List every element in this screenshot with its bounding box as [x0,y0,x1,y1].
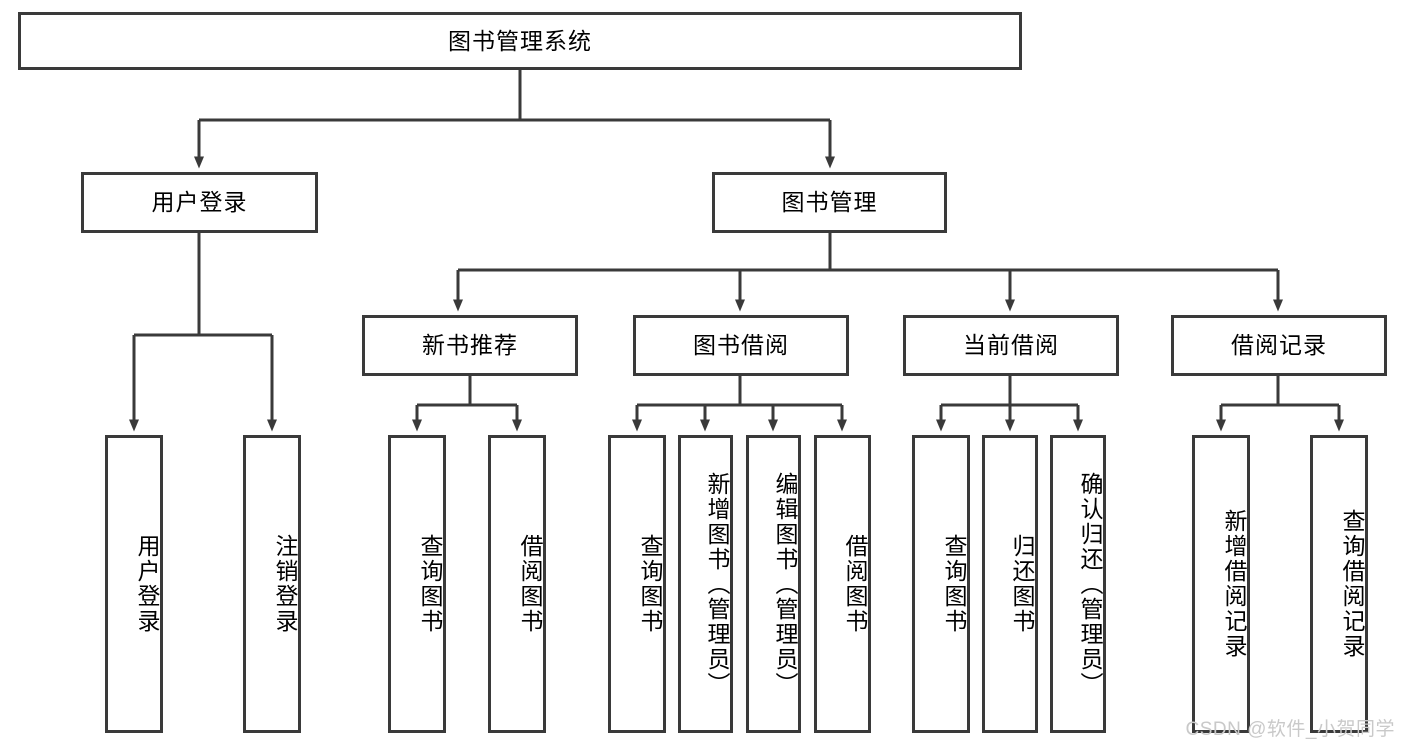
node-borrow-record[interactable]: 借阅记录 [1171,315,1387,376]
leaf-borrow-add-book-admin[interactable]: 新增图书（管理员） [678,435,733,733]
node-book-management[interactable]: 图书管理 [712,172,947,233]
node-user-login[interactable]: 用户登录 [81,172,318,233]
leaf-borrow-edit-book-admin[interactable]: 编辑图书（管理员） [746,435,801,733]
leaf-recommend-borrow-book[interactable]: 借阅图书 [488,435,546,733]
leaf-current-return-book[interactable]: 归还图书 [982,435,1038,733]
leaf-borrow-borrow-book[interactable]: 借阅图书 [814,435,871,733]
leaf-user-logout[interactable]: 注销登录 [243,435,301,733]
leaf-record-query-record[interactable]: 查询借阅记录 [1310,435,1368,733]
leaf-borrow-query-book[interactable]: 查询图书 [608,435,666,733]
leaf-current-confirm-return-admin[interactable]: 确认归还（管理员） [1050,435,1106,733]
node-new-book-recommend[interactable]: 新书推荐 [362,315,578,376]
leaf-recommend-query-book[interactable]: 查询图书 [388,435,446,733]
node-current-borrow[interactable]: 当前借阅 [903,315,1119,376]
node-book-borrow[interactable]: 图书借阅 [633,315,849,376]
leaf-current-query-book[interactable]: 查询图书 [912,435,970,733]
node-root[interactable]: 图书管理系统 [18,12,1022,70]
leaf-user-login[interactable]: 用户登录 [105,435,163,733]
csdn-watermark: CSDN @软件_小贺同学 [1185,719,1395,740]
leaf-record-add-record[interactable]: 新增借阅记录 [1192,435,1250,733]
